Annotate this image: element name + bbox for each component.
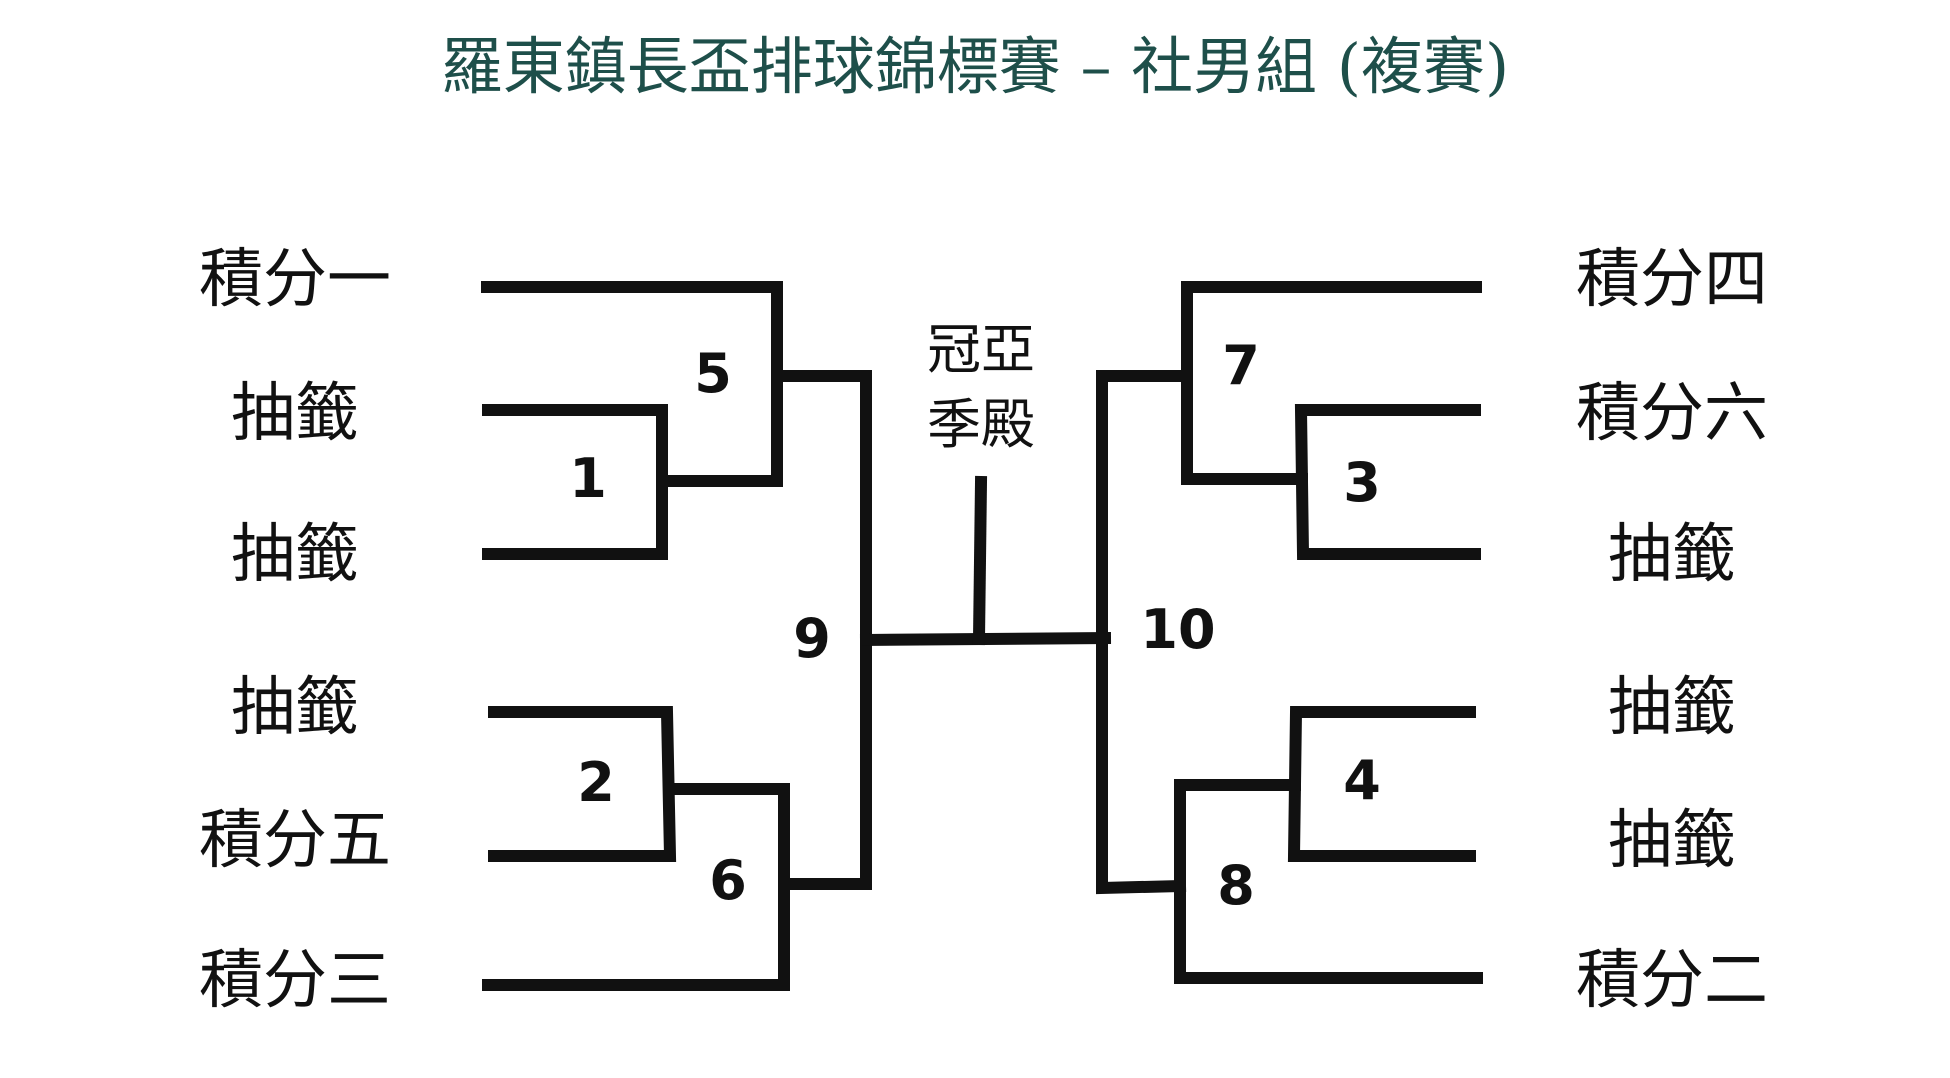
final-stem-line [972,475,988,646]
left-slot-5: 積分五 [199,804,391,878]
left-slot-6: 積分三 [199,944,391,1018]
match-3-to-7-line [1181,370,1308,485]
match-7-to-10-line [1096,370,1193,895]
match-number-3: 3 [1343,451,1381,514]
left-slot-4: 抽籤 [231,671,359,745]
match-4-bracket [1287,706,1476,862]
match-number-10: 10 [1140,598,1215,661]
match-number-8: 8 [1217,854,1255,917]
match-number-2: 2 [577,751,615,814]
match-3-bracket [1294,404,1481,560]
match-number-7: 7 [1222,334,1260,397]
left-entry-line-1 [481,281,783,382]
right-slot-3: 抽籤 [1608,518,1736,592]
left-slot-3: 抽籤 [231,518,359,592]
match-number-4: 4 [1343,749,1381,812]
match-4-to-8-line [1174,779,1483,984]
right-slot-4: 抽籤 [1608,671,1736,745]
match-number-5: 5 [694,342,732,405]
final-center-line [859,631,1112,647]
right-slot-5: 抽籤 [1608,804,1736,878]
match-2-to-6-line [482,783,790,991]
right-entry-line-1 [1181,281,1482,382]
match-number-1: 1 [569,447,607,510]
left-slot-1: 積分一 [199,243,391,317]
match-number-9: 9 [793,607,831,670]
final-label-line2: 季殿 [927,393,1035,456]
right-slot-6: 積分二 [1576,944,1768,1018]
match-number-6: 6 [709,849,747,912]
page-title: 羅東鎮長盃排球錦標賽 – 社男組 (複賽) [441,30,1510,103]
right-slot-1: 積分四 [1576,243,1768,317]
left-slot-2: 抽籤 [231,377,359,451]
right-slot-2: 積分六 [1576,377,1768,451]
match-5-to-9-line [771,370,872,890]
final-label-line1: 冠亞 [927,318,1035,381]
